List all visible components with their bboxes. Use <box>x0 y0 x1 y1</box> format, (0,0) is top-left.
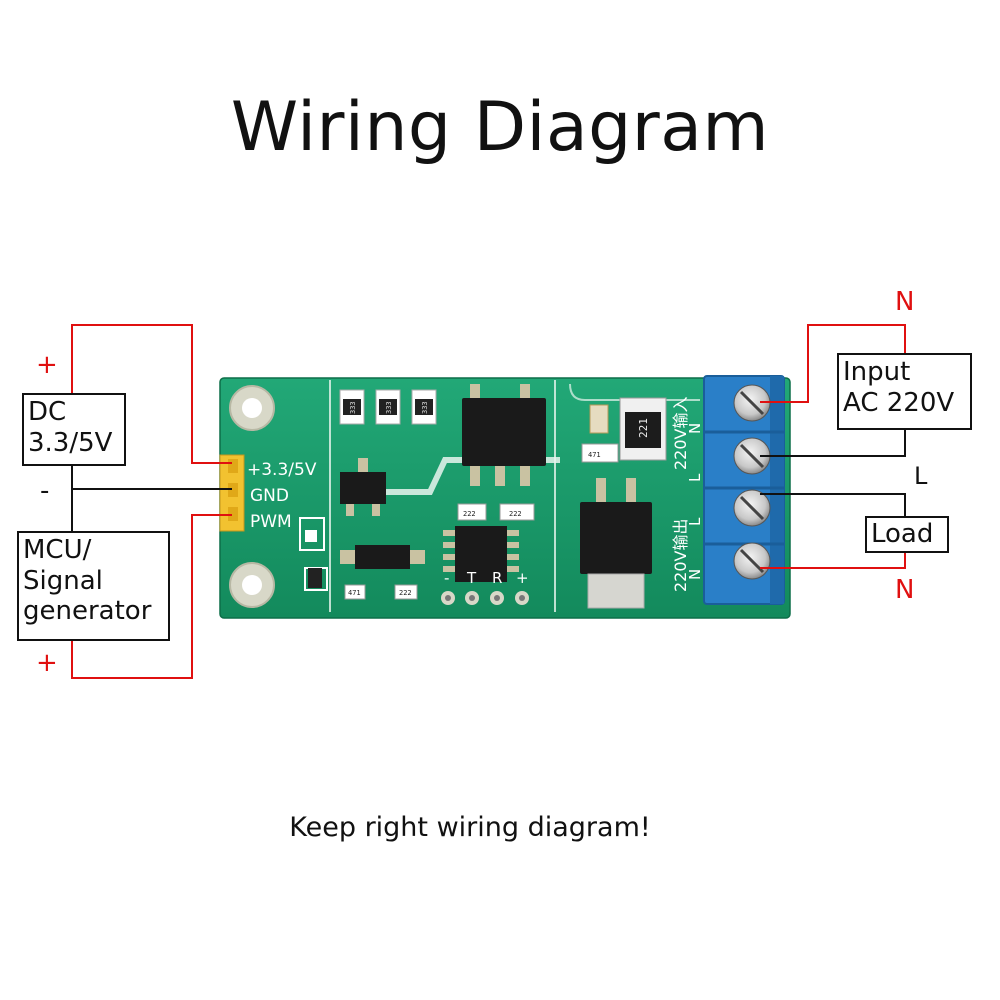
input-silk-text: 220V输入 <box>671 397 690 471</box>
input-box-line-1: Input <box>843 357 911 387</box>
smd-code-5: 471 <box>588 451 601 459</box>
l-label: L <box>914 462 928 490</box>
wire-l-output <box>760 493 906 516</box>
resistor-r2 <box>375 389 401 425</box>
screw-3 <box>733 489 771 527</box>
pcb-board <box>219 377 791 619</box>
ac-input-box: Input AC 220V <box>837 353 972 430</box>
input-box-line-2: AC 220V <box>843 387 955 418</box>
transistor-q1 <box>340 458 386 516</box>
optocoupler-chip <box>462 384 546 486</box>
mcu-box-line-1: MCU/ <box>23 535 92 565</box>
pin-header <box>219 454 245 532</box>
screw-4 <box>733 542 771 580</box>
terminal-letter-2: L <box>686 473 704 482</box>
pad-label-t: T <box>466 569 477 587</box>
terminal-letter-3: L <box>686 517 704 526</box>
smd-code-6: 222 <box>463 510 476 518</box>
smd-code-2: 333 <box>385 401 393 414</box>
diode-d1 <box>340 545 425 569</box>
terminal-block <box>703 375 785 605</box>
smd-code-8: 471 <box>348 589 361 597</box>
pin-label-gnd: GND <box>250 486 289 506</box>
n-top-label: N <box>895 287 915 317</box>
page-title: Wiring Diagram <box>230 88 770 167</box>
wire-n-input <box>760 324 906 403</box>
output-silk-text: 220V输出 <box>671 519 690 593</box>
minus-label: - <box>40 476 50 506</box>
power-resistor <box>619 397 667 461</box>
pin-label-vcc: +3.3/5V <box>247 460 317 480</box>
pad-label-plus: + <box>516 569 529 587</box>
pad-label-r: R <box>492 569 502 587</box>
screw-1 <box>733 384 771 422</box>
resistor-r1 <box>339 389 365 425</box>
terminal-letter-1: N <box>686 423 704 434</box>
plus-top-label: + <box>36 350 58 380</box>
dc-supply-box: DC 3.3/5V <box>22 393 126 466</box>
plus-bottom-label: + <box>36 648 58 678</box>
ic-soic8 <box>443 526 519 582</box>
resistor-r3 <box>411 389 437 425</box>
smd-code-3: 333 <box>421 401 429 414</box>
mcu-box-line-3: generator <box>23 596 152 627</box>
dc-box-line-1: DC <box>28 397 67 427</box>
uart-pads <box>441 591 529 605</box>
smd-code-4: 221 <box>637 418 650 438</box>
wire-n-output <box>760 553 906 569</box>
mcu-box-line-2: Signal <box>23 565 103 596</box>
dc-box-line-2: 3.3/5V <box>28 427 113 458</box>
wire-pwm <box>71 514 232 679</box>
smd-code-9: 222 <box>399 589 412 597</box>
wire-vcc <box>71 324 232 464</box>
n-bottom-label: N <box>895 575 915 605</box>
footer-note: Keep right wiring diagram! <box>289 812 651 843</box>
terminal-letter-4: N <box>686 569 704 580</box>
smd-code-1: 333 <box>349 401 357 414</box>
load-box: Load <box>865 516 949 553</box>
load-box-label: Load <box>871 519 934 549</box>
smd-code-7: 222 <box>509 510 522 518</box>
triac <box>580 478 652 609</box>
mcu-signal-box: MCU/ Signal generator <box>17 531 170 641</box>
pin-label-pwm: PWM <box>250 512 292 532</box>
pad-label-minus: - <box>444 569 449 587</box>
wire-l-input <box>760 430 906 457</box>
